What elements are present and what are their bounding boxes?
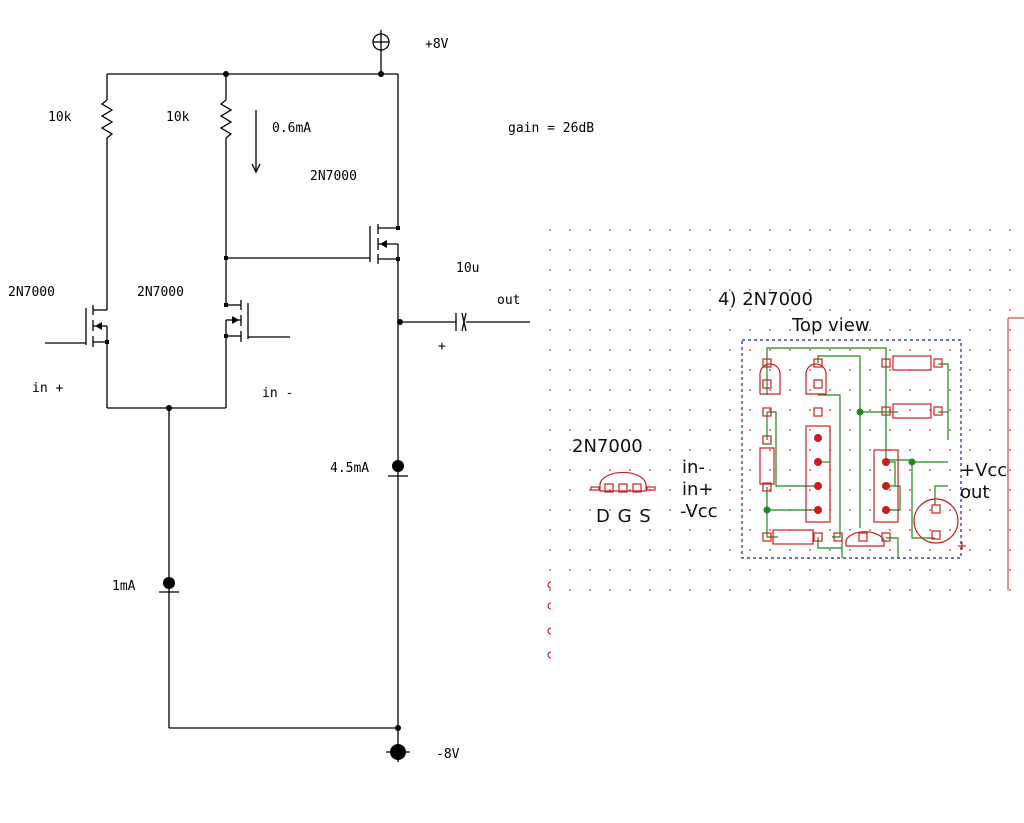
capacitor-plus-label: + [438, 339, 446, 354]
resistor-r1 [100, 74, 114, 310]
negative-supply-symbol [386, 728, 410, 762]
top-transistor-label: 2N7000 [310, 169, 357, 184]
positive-supply-label: +8V [425, 37, 449, 52]
top-mosfet-symbol [226, 224, 400, 264]
mid-transistor-label: 2N7000 [137, 285, 184, 300]
in-plus-label: in + [32, 381, 63, 396]
layout-title: 4) 2N7000 [718, 289, 813, 310]
current-arrow-icon [251, 110, 261, 174]
wire-top-rail [107, 73, 399, 228]
panel-side-marks [547, 317, 1024, 659]
capacitor-label: 10u [456, 261, 479, 276]
trace-junction-dot [856, 408, 864, 416]
drain-current-label: 0.6mA [272, 121, 311, 136]
wire-output-node [397, 259, 530, 728]
current-source-output-icon [388, 460, 408, 477]
left-label-in-plus: in+ [682, 479, 714, 500]
pinout-pins-label: D G S [596, 506, 652, 527]
board-components [759, 355, 966, 550]
left-label-minus-vcc: -Vcc [680, 501, 718, 522]
positive-supply-symbol [372, 30, 390, 74]
negative-supply-label: -8V [436, 747, 460, 762]
header-pins [814, 434, 890, 514]
trace-junction-dot [763, 506, 771, 514]
in-minus-label: in - [262, 386, 293, 401]
board-outline [741, 339, 962, 559]
left-label-in-minus: in- [682, 457, 705, 478]
trace-junction-dot [908, 458, 916, 466]
pinout-part-label: 2N7000 [572, 436, 643, 457]
right-label-out: out [960, 482, 989, 503]
left-transistor-label: 2N7000 [8, 285, 55, 300]
left-mosfet-symbol [45, 305, 109, 408]
to92-footprint-icon [590, 471, 656, 493]
resistor-r2 [219, 74, 233, 305]
junction-square [224, 256, 228, 260]
junction-dot [397, 319, 403, 325]
resistor-r1-label: 10k [48, 110, 72, 125]
output-current-label: 4.5mA [330, 461, 369, 476]
gain-label: gain = 26dB [508, 121, 594, 136]
tail-current-label: 1mA [112, 579, 136, 594]
junction-dot [378, 71, 384, 77]
output-label: out [497, 293, 520, 308]
board-layout-panel: 4) 2N7000 Top view 2N7000 D G S in- in+ … [540, 222, 1024, 659]
schematic: +8V 10k 10k 0.6mA gain = 26dB [8, 30, 594, 762]
current-source-tail-icon [159, 577, 179, 593]
right-label-plus-vcc: +Vcc [960, 460, 1007, 481]
resistor-r2-label: 10k [166, 110, 190, 125]
junction-dot [166, 405, 172, 411]
wire-tail [107, 407, 398, 729]
layout-subtitle: Top view [791, 315, 870, 336]
capacitor-symbol [455, 312, 467, 332]
mid-mosfet-symbol [224, 300, 290, 408]
